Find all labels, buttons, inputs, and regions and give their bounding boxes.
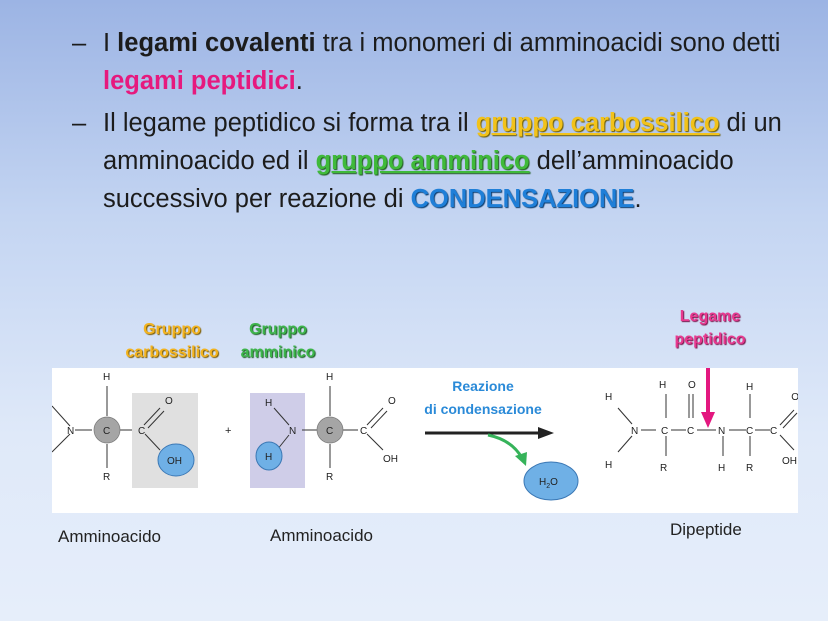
atom-label: N xyxy=(718,426,725,437)
label-peptide-bond: Legame peptidico xyxy=(662,305,758,351)
bold-term: legami covalenti xyxy=(117,29,316,57)
highlight-carboxyl-group: gruppo carbossilico xyxy=(475,109,720,137)
label-line: Gruppo xyxy=(249,321,307,338)
bullet-list: – I legami covalenti tra i monomeri di a… xyxy=(72,24,812,222)
atom-label: OH xyxy=(782,456,797,467)
atom-label: R xyxy=(746,463,753,474)
amino-highlight-box xyxy=(250,393,305,488)
label-line: peptidico xyxy=(674,331,746,348)
atom-label: C xyxy=(326,426,333,437)
atom-label: N xyxy=(67,426,74,437)
label-line: carbossilico xyxy=(125,344,219,361)
atom-label: OH xyxy=(167,456,182,467)
label-line: amminico xyxy=(240,344,316,361)
atom-label: H xyxy=(659,380,666,391)
reaction-diagram: H H N H C R C O OH + H H N H xyxy=(40,368,799,501)
atom-label: C xyxy=(746,426,753,437)
caption-amino-acid-1: Amminoacido xyxy=(58,527,161,546)
amino-acid-1: H H N H C R C O OH xyxy=(40,372,198,488)
bullet-text: Il legame peptidico si forma tra il xyxy=(103,109,476,137)
label-carboxyl-group: Gruppo carbossilico xyxy=(118,318,226,364)
dipeptide: H H N H C R O C N H H C R C O OH xyxy=(605,368,799,474)
plus-sign: + xyxy=(225,425,231,437)
curved-arrow-icon-head xyxy=(515,452,527,466)
atom-label: H xyxy=(103,372,110,383)
caption-dipeptide: Dipeptide xyxy=(670,520,742,539)
atom-label: H xyxy=(605,392,612,403)
atom-label: C xyxy=(360,426,367,437)
reaction-label-line2: di condensazione xyxy=(424,401,542,417)
atom-label: C xyxy=(661,426,668,437)
bullet-peptide-formation: – Il legame peptidico si forma tra il gr… xyxy=(72,104,812,218)
arrow-down-icon-head xyxy=(701,412,715,428)
reaction-diagram-panel: H H N H C R C O OH + H H N H xyxy=(40,368,799,513)
atom-label: H xyxy=(265,398,272,409)
atom-label: N xyxy=(631,426,638,437)
atom-label: O xyxy=(388,396,396,407)
carbon-sphere xyxy=(316,416,344,444)
bullet-text: di un amminoacido ed il xyxy=(103,109,782,175)
water-sphere xyxy=(523,461,579,501)
reaction-arrow-group: Reazione di condensazione H2O xyxy=(424,378,579,501)
bullet-dash: – xyxy=(72,109,87,137)
amino-acid-2: H H N H C R C O OH xyxy=(250,372,398,488)
atom-label: OH xyxy=(383,454,398,465)
atom-label: C xyxy=(103,426,110,437)
bullet-text: . xyxy=(295,67,303,95)
label-line: Legame xyxy=(679,308,741,325)
label-amino-group: Gruppo amminico xyxy=(233,318,323,364)
carbon-sphere xyxy=(93,416,121,444)
atom-label: O xyxy=(688,380,696,391)
arrow-right-icon-head xyxy=(538,427,554,439)
bullet-text: dell’amminoacido successivo per reazione… xyxy=(103,147,734,213)
atom-label: C xyxy=(770,426,777,437)
bullet-text: . xyxy=(634,185,642,213)
bullet-dash: – xyxy=(72,29,87,57)
atom-label: C xyxy=(138,426,145,437)
h-sphere xyxy=(255,441,283,471)
atom-label: O xyxy=(165,396,173,407)
atom-label: H xyxy=(265,452,272,463)
atom-label: N xyxy=(289,426,296,437)
atom-label: O xyxy=(791,392,798,403)
highlight-amino-group: gruppo amminico xyxy=(315,147,530,175)
highlight-peptide-bonds: legami peptidici xyxy=(103,67,296,95)
bullet-covalent-bonds: – I legami covalenti tra i monomeri di a… xyxy=(72,24,812,100)
oh-sphere xyxy=(157,443,195,477)
atom-label: C xyxy=(687,426,694,437)
atom-label: H xyxy=(326,372,333,383)
carboxyl-highlight-box xyxy=(132,393,198,488)
label-line: Gruppo xyxy=(143,321,201,338)
reaction-label-line1: Reazione xyxy=(452,378,514,394)
atom-label: R xyxy=(326,472,333,483)
atom-label: R xyxy=(103,472,110,483)
atom-label: H xyxy=(718,463,725,474)
highlight-condensation: CONDENSAZIONE xyxy=(410,185,635,213)
caption-amino-acid-2: Amminoacido xyxy=(270,526,373,545)
curved-arrow-icon xyxy=(487,433,524,459)
atom-label: H xyxy=(746,382,753,393)
atom-label: R xyxy=(660,463,667,474)
water-label: H2O xyxy=(539,477,558,490)
bullet-text: tra i monomeri di amminoacidi sono detti xyxy=(315,29,781,57)
atom-label: H xyxy=(605,460,612,471)
bullet-text: I xyxy=(103,29,118,57)
